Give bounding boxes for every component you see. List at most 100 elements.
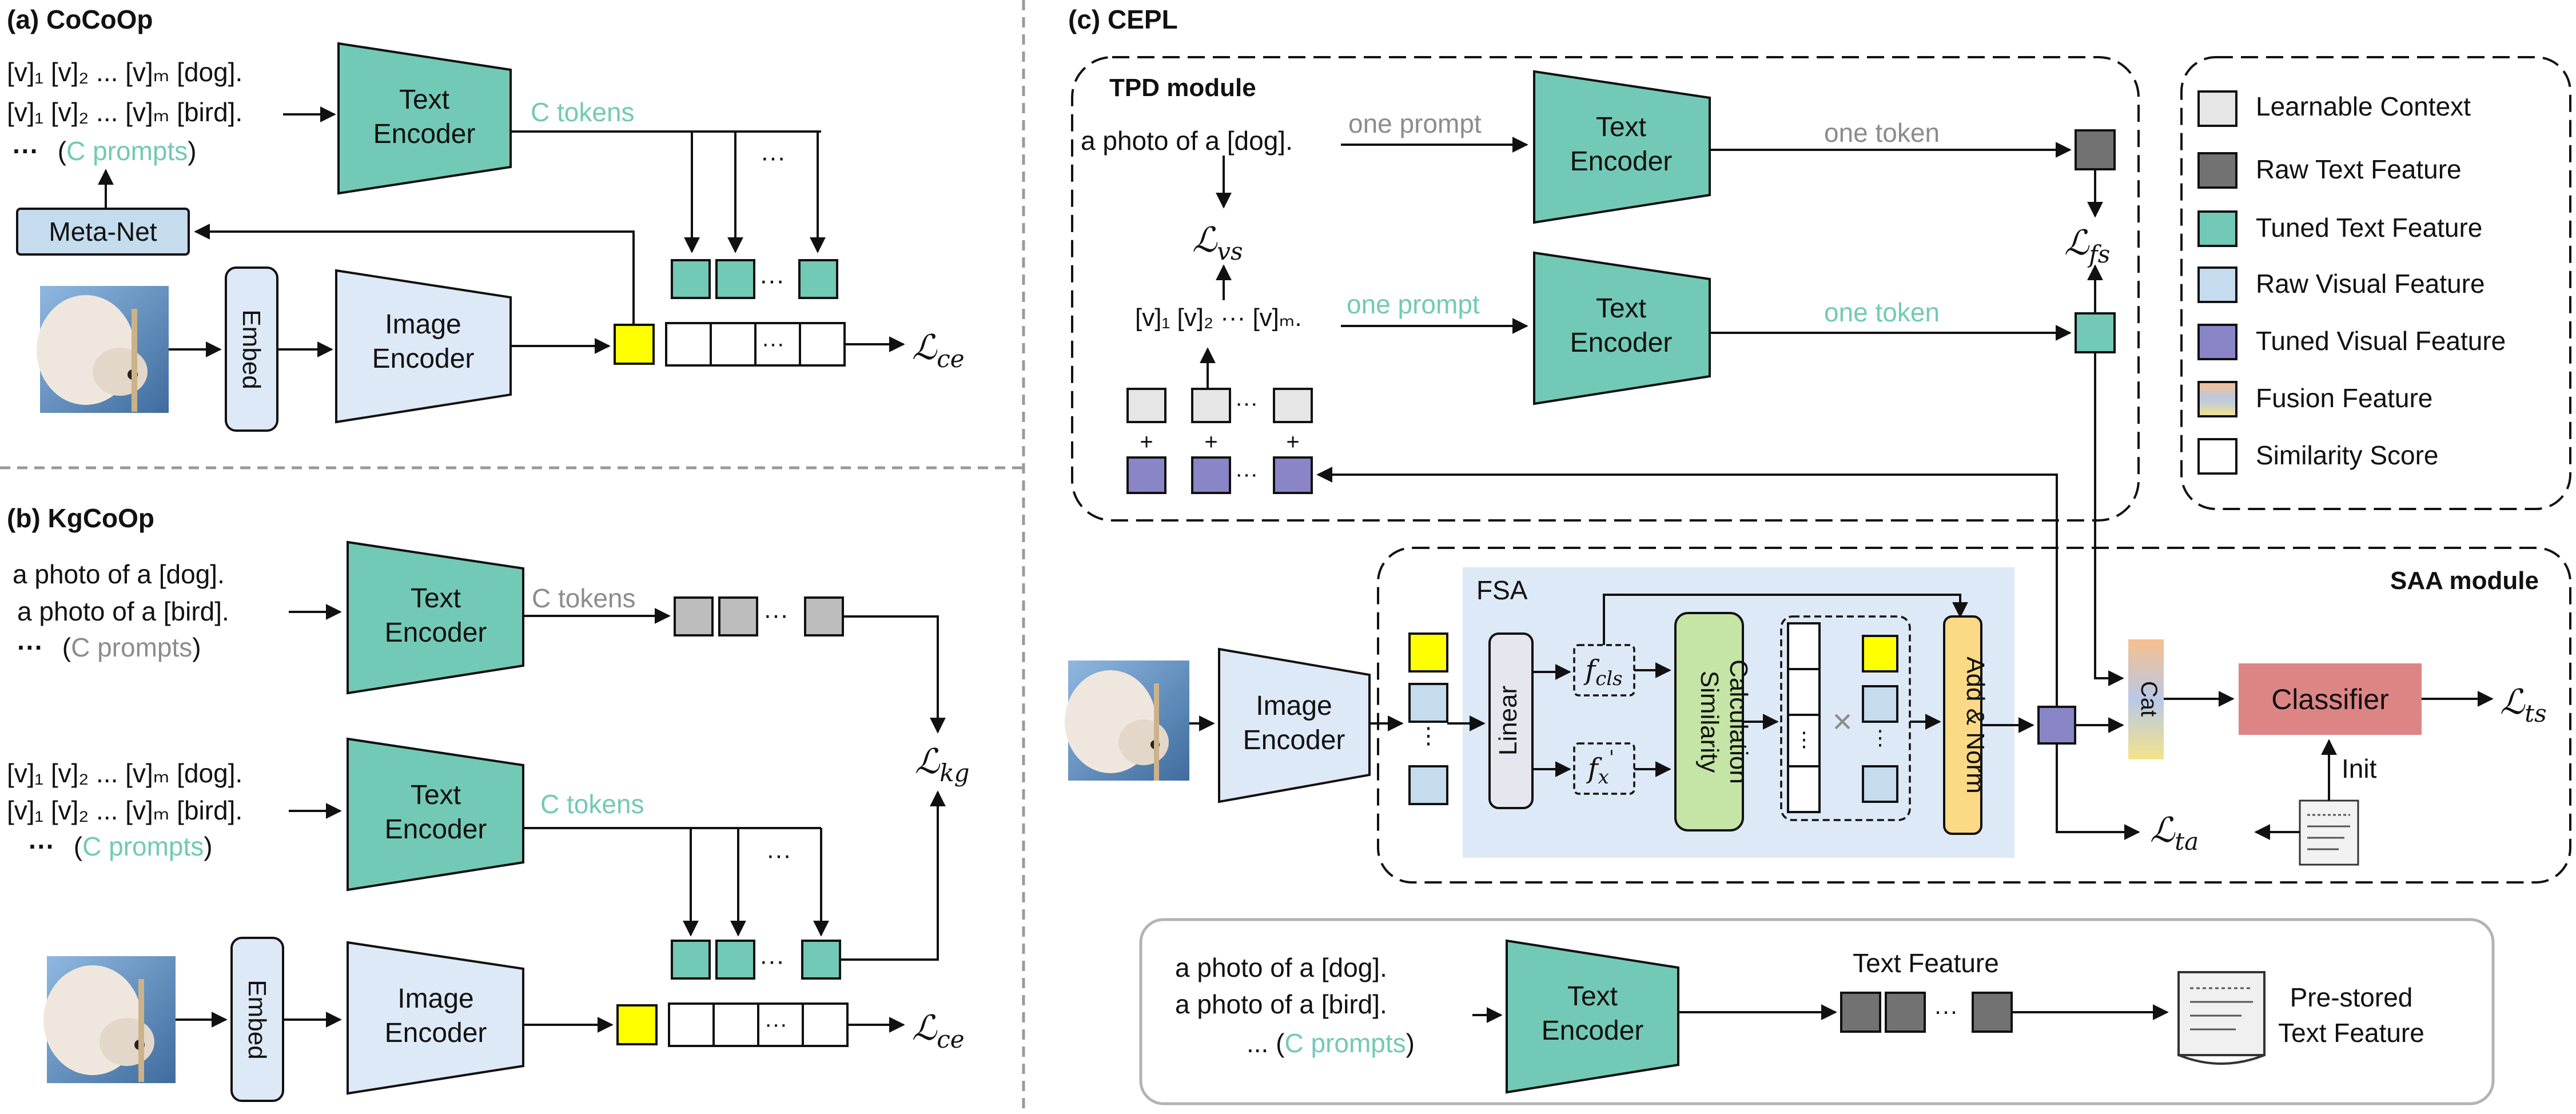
dog-image-c <box>1065 661 1189 781</box>
panel-c-title: (c) CEPL <box>1068 5 1178 34</box>
legend-swatch <box>2197 266 2237 303</box>
loss-ts: ℒts <box>2500 682 2547 727</box>
ellipsis: ··· <box>761 144 786 172</box>
raw-visual-token <box>1408 765 1448 805</box>
image-encoder-c-l1: Image <box>1256 691 1332 721</box>
legend-label: Similarity Score <box>2256 440 2439 470</box>
panel-a-prompt-line1: [v]₁ [v]₂ ... [v]ₘ [dog]. <box>7 57 242 87</box>
saa-module-title: SAA module <box>2390 567 2539 595</box>
ellipsis: ··· <box>1934 997 1958 1024</box>
dog-image-b <box>43 956 176 1083</box>
ellipsis-vertical: ⋮ <box>1870 726 1890 749</box>
score-cell <box>802 1002 849 1047</box>
one-prompt-teal: one prompt <box>1347 289 1480 319</box>
text-encoder-b2-l1: Text <box>411 780 461 810</box>
legend-label: Learnable Context <box>2256 91 2471 121</box>
times-sign: × <box>1832 702 1852 741</box>
legend-label: Tuned Text Feature <box>2256 213 2482 242</box>
f-x-label: fx' <box>1586 746 1614 789</box>
c-tokens-teal-b: C tokens <box>540 789 644 819</box>
fusion-feature-cat <box>2128 639 2164 759</box>
image-encoder-c <box>1218 647 1371 803</box>
legend-label: Raw Visual Feature <box>2256 269 2485 299</box>
dog-image-a <box>37 286 169 413</box>
legend: Learnable Context Raw Text Feature Tuned… <box>2197 90 2506 475</box>
loss-ce-b: ℒce <box>912 1008 965 1053</box>
raw-text-feature-box <box>1972 992 2013 1033</box>
legend-swatch <box>2197 210 2237 247</box>
tuned-token <box>715 259 755 299</box>
arrow <box>2094 352 2124 686</box>
score-cell <box>668 1002 715 1047</box>
legend-frame <box>2180 56 2571 510</box>
image-feature-yellow <box>1408 632 1448 673</box>
raw-text-feature-box <box>2075 129 2116 170</box>
text-encoder-a <box>337 42 512 195</box>
panel-b-prompt2-more: ··· (C prompts) <box>29 831 213 861</box>
tuned-token <box>671 940 711 980</box>
raw-text-feature-box <box>1885 992 1926 1033</box>
score-cell <box>754 322 801 367</box>
learnable-prompt: [v]₁ [v]₂ ··· [v]ₘ. <box>1135 304 1302 332</box>
panel-b-kgcoop: (b) KgCoOp a photo of a [dog]. a photo o… <box>7 503 970 1102</box>
image-encoder-a <box>335 269 512 424</box>
loss-fs: ℒfs <box>2064 223 2110 268</box>
prestored-doc-icon <box>2299 799 2359 866</box>
tpd-module-title: TPD module <box>1109 74 1256 102</box>
score-cell <box>712 1002 759 1047</box>
raw-visual-token <box>1862 765 1898 803</box>
arrow <box>194 224 635 335</box>
arrow <box>2056 743 2140 840</box>
plus-sign: + <box>1286 429 1299 455</box>
weighted-sum-box <box>1780 615 1911 821</box>
text-encoder-c1 <box>1533 70 1711 224</box>
bottom-prompt1: a photo of a [dog]. <box>1175 953 1387 982</box>
legend-swatch <box>2197 381 2237 417</box>
text-encoder-c1-l1: Text <box>1596 112 1646 142</box>
score-cell <box>1787 668 1821 716</box>
image-feature-yellow <box>616 1004 658 1045</box>
image-encoder-b <box>347 941 524 1095</box>
score-cell <box>757 1002 804 1047</box>
score-cell <box>710 322 757 367</box>
ellipsis: ··· <box>759 947 785 975</box>
panel-b-prompt-line2: a photo of a [bird]. <box>17 596 229 626</box>
one-token-gray: one token <box>1824 118 1940 148</box>
learnable-context-box <box>1126 388 1166 423</box>
loss-ta: ℒta <box>2150 810 2199 856</box>
score-cell <box>665 322 712 367</box>
score-cell <box>1787 714 1821 767</box>
panel-b-prompt-line1: a photo of a [dog]. <box>13 559 225 589</box>
panel-a-cocoop: (a) CoCoOp [v]₁ [v]₂ ... [v]ₘ [dog]. [v]… <box>7 5 965 432</box>
image-encoder-c-l2: Encoder <box>1243 725 1345 755</box>
ellipsis-vertical: ⋮ <box>1417 723 1440 749</box>
classifier-block <box>2239 663 2422 735</box>
bottom-prompt3: ... (C prompts) <box>1247 1028 1415 1058</box>
panel-b-prompt2-line2: [v]₁ [v]₂ ... [v]ₘ [bird]. <box>7 795 242 825</box>
image-encoder-a-l1: Image <box>385 309 461 340</box>
legend-label: Tuned Visual Feature <box>2256 326 2506 356</box>
panel-a-prompt-more: ··· (C prompts) <box>13 136 197 166</box>
text-encoder-c3-l2: Encoder <box>1542 1016 1644 1046</box>
panel-a-title: (a) CoCoOp <box>7 5 153 34</box>
init-label: Init <box>2342 754 2377 783</box>
panel-a-prompt-line2: [v]₁ [v]₂ ... [v]ₘ [bird]. <box>7 97 242 127</box>
text-encoder-c2-l2: Encoder <box>1570 328 1673 358</box>
arrow <box>1603 594 1968 645</box>
tuned-visual-box <box>1273 456 1313 494</box>
one-prompt-gray: one prompt <box>1348 109 1482 138</box>
tuned-text-feature-box <box>2075 312 2116 353</box>
text-encoder-b2 <box>347 737 524 892</box>
arrow <box>840 790 946 961</box>
c-tokens-a: C tokens <box>531 97 635 127</box>
classifier-label: Classifier <box>2271 683 2389 715</box>
tuned-visual-feature <box>2037 706 2076 745</box>
tuned-token <box>671 259 711 299</box>
ellipsis: ··· <box>766 841 791 869</box>
embed-label-b: Embed <box>243 980 271 1059</box>
panel-b-title: (b) KgCoOp <box>7 503 154 533</box>
ellipsis: ··· <box>765 1012 787 1037</box>
text-encoder-c2 <box>1533 251 1711 405</box>
meta-net <box>16 208 190 256</box>
